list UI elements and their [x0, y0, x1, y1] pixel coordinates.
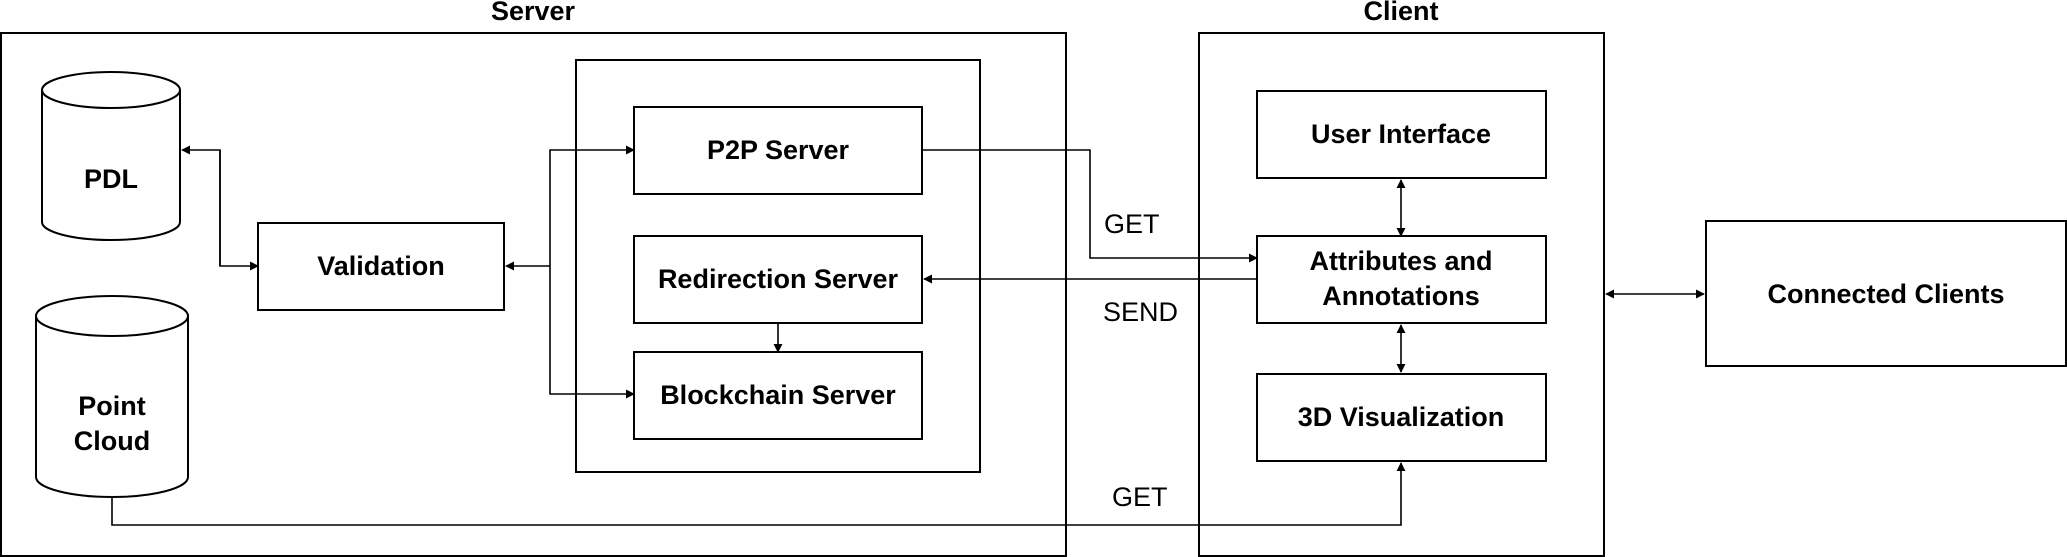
blockchain-server-box	[633, 351, 923, 440]
edge-validation-p2p	[549, 145, 635, 266]
edge-pointcloud-visualization-get	[111, 462, 1406, 526]
client-title: Client	[1363, 0, 1438, 26]
connected-clients-box	[1705, 220, 2067, 367]
point-cloud-label-line1: Point	[78, 391, 146, 421]
validation-box	[257, 222, 505, 311]
attributes-annotations-label-line1: Attributes and	[1309, 246, 1492, 276]
edge-label-get-top: GET	[1104, 209, 1160, 239]
point-cloud-label-line2: Cloud	[74, 426, 150, 456]
edge-label-get-bottom: GET	[1112, 482, 1168, 512]
user-interface-box	[1256, 90, 1547, 179]
edge-pdl-validation	[219, 150, 259, 271]
visualization-label: 3D Visualization	[1298, 402, 1505, 432]
validation-label: Validation	[317, 251, 445, 281]
connected-clients-label: Connected Clients	[1767, 279, 2004, 309]
visualization-box	[1256, 373, 1547, 462]
attributes-annotations-label-line2: Annotations	[1322, 281, 1479, 311]
edge-p2p-attributes-get	[922, 149, 1258, 263]
p2p-server-label: P2P Server	[707, 135, 850, 165]
redirection-server-label: Redirection Server	[658, 264, 899, 294]
point-cloud-database: Point Cloud	[35, 295, 189, 498]
server-title: Server	[491, 0, 576, 26]
pdl-label: PDL	[84, 164, 138, 194]
edge-validation-blockchain	[549, 266, 635, 399]
p2p-server-box	[633, 106, 923, 195]
user-interface-label: User Interface	[1311, 119, 1491, 149]
pdl-database: PDL	[41, 71, 181, 241]
blockchain-server-label: Blockchain Server	[660, 380, 896, 410]
edge-label-send: SEND	[1103, 297, 1178, 327]
